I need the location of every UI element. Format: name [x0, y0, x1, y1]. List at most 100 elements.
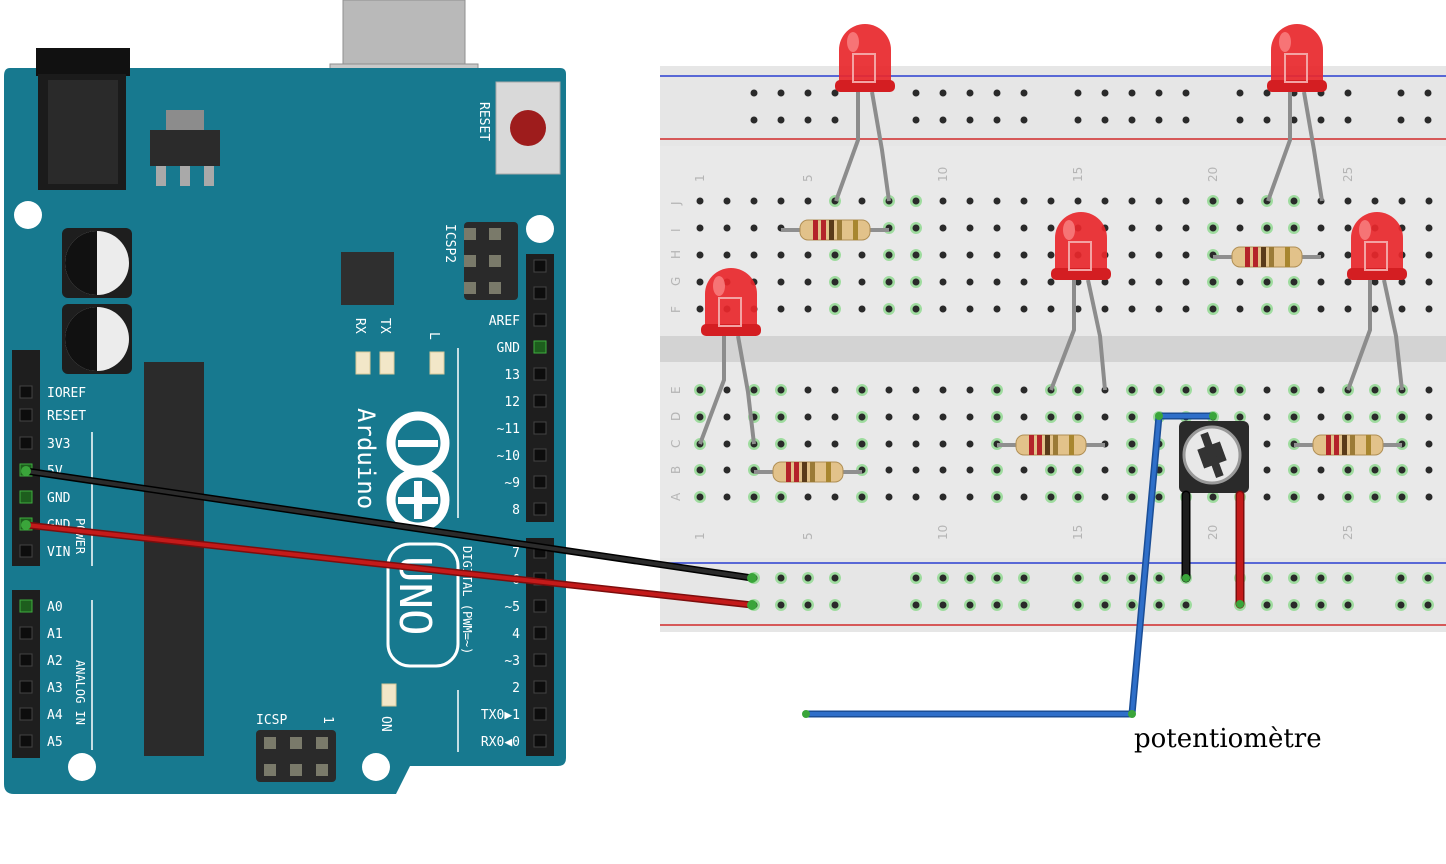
digital-pin-bottom-4	[533, 653, 547, 667]
breadboard-hole	[993, 278, 1001, 286]
breadboard-hole	[1317, 386, 1325, 394]
breadboard-hole	[885, 440, 893, 448]
wire-pot-vcc	[1235, 490, 1245, 609]
breadboard-hole	[1020, 466, 1028, 474]
breadboard-hole	[1290, 224, 1298, 232]
breadboard-hole	[858, 413, 866, 421]
breadboard-hole	[1371, 493, 1379, 501]
digital-section-label: DIGITAL (PWM=~)	[460, 546, 474, 654]
breadboard-hole	[1263, 574, 1271, 582]
breadboard-hole	[1317, 601, 1325, 609]
digital-pin-bottom-7	[533, 734, 547, 748]
on-led	[381, 683, 397, 707]
breadboard-hole	[1209, 305, 1217, 313]
breadboard-hole	[831, 251, 839, 259]
breadboard-hole	[1398, 493, 1406, 501]
breadboard-hole	[1344, 601, 1352, 609]
breadboard-hole	[1020, 493, 1028, 501]
breadboard-hole	[1074, 89, 1082, 97]
breadboard-hole	[1101, 305, 1109, 313]
breadboard-hole	[750, 89, 758, 97]
analog-pin-label: A1	[47, 627, 63, 642]
digital-pin-label: 13	[504, 368, 520, 383]
breadboard-hole	[1047, 224, 1055, 232]
breadboard-hole	[1398, 466, 1406, 474]
breadboard-hole	[885, 278, 893, 286]
analog-section-label: ANALOG IN	[73, 660, 87, 725]
breadboard-hole	[939, 197, 947, 205]
breadboard-hole	[912, 413, 920, 421]
breadboard-hole	[804, 440, 812, 448]
breadboard-hole	[1344, 278, 1352, 286]
breadboard-hole	[831, 413, 839, 421]
breadboard-hole	[1209, 386, 1217, 394]
breadboard-hole	[1290, 574, 1298, 582]
analog-pin-label: A2	[47, 654, 63, 669]
breadboard-hole	[1128, 305, 1136, 313]
breadboard-hole	[1371, 197, 1379, 205]
digital-pin-label: 2	[512, 681, 520, 696]
digital-pin-bottom-3	[533, 626, 547, 640]
breadboard-hole	[1101, 601, 1109, 609]
breadboard-hole	[858, 197, 866, 205]
breadboard-hole	[1074, 493, 1082, 501]
breadboard-hole	[1101, 278, 1109, 286]
breadboard-hole	[1047, 493, 1055, 501]
reset-label: RESET	[476, 102, 491, 141]
breadboard-hole	[1209, 493, 1217, 501]
breadboard-hole	[1371, 413, 1379, 421]
breadboard-hole	[723, 466, 731, 474]
breadboard-hole	[912, 224, 920, 232]
icsp-pin	[264, 737, 276, 749]
breadboard-hole	[804, 116, 812, 124]
digital-pin-label: 4	[512, 627, 520, 642]
breadboard-hole	[912, 601, 920, 609]
power-pin-1	[19, 408, 33, 422]
breadboard-hole	[1263, 89, 1271, 97]
breadboard-hole	[696, 251, 704, 259]
analog-pin-label: A5	[47, 735, 63, 750]
potentiometer-caption: potentiomètre	[1134, 724, 1322, 754]
resistor	[997, 434, 1105, 456]
breadboard-hole	[777, 574, 785, 582]
breadboard-hole	[1182, 89, 1190, 97]
breadboard-hole	[1263, 413, 1271, 421]
breadboard-hole	[885, 493, 893, 501]
reset-button[interactable]	[495, 81, 561, 175]
rx-label: RX	[352, 318, 367, 334]
column-number: 25	[1341, 167, 1355, 182]
breadboard-hole	[723, 413, 731, 421]
analog-header	[12, 590, 40, 758]
breadboard-hole	[1263, 493, 1271, 501]
breadboard-hole	[912, 251, 920, 259]
digital-pin-label: TX0▶1	[481, 708, 520, 723]
breadboard-hole	[804, 305, 812, 313]
breadboard-hole	[939, 278, 947, 286]
breadboard-hole	[1128, 466, 1136, 474]
column-number: 20	[1206, 167, 1220, 182]
breadboard-hole	[1398, 278, 1406, 286]
breadboard-hole	[912, 89, 920, 97]
breadboard-hole	[1074, 601, 1082, 609]
icsp-pin	[489, 228, 501, 240]
breadboard-hole	[1101, 116, 1109, 124]
breadboard-hole	[723, 224, 731, 232]
icsp-pin	[316, 737, 328, 749]
breadboard-hole	[1074, 574, 1082, 582]
breadboard-hole	[1236, 413, 1244, 421]
breadboard-hole	[1128, 278, 1136, 286]
breadboard-hole	[696, 413, 704, 421]
breadboard-hole	[1371, 466, 1379, 474]
power-jack	[36, 48, 130, 76]
breadboard-hole	[1209, 224, 1217, 232]
breadboard-hole	[912, 574, 920, 582]
digital-pin-top-5	[533, 394, 547, 408]
usb-chip	[341, 252, 394, 305]
breadboard-hole	[696, 197, 704, 205]
breadboard-hole	[1317, 466, 1325, 474]
breadboard-hole	[993, 601, 1001, 609]
mounting-hole	[362, 753, 390, 781]
breadboard-hole	[1182, 305, 1190, 313]
breadboard-hole	[777, 493, 785, 501]
wire-gnd	[21, 520, 757, 610]
